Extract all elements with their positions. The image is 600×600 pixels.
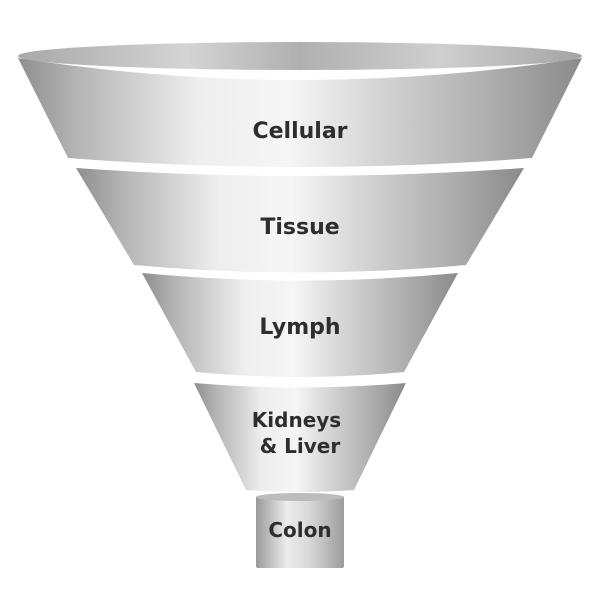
stage-band <box>18 58 582 167</box>
stage-label-cellular: Cellular <box>252 119 347 144</box>
stage-band <box>76 168 524 273</box>
stage-label-tissue: Tissue <box>260 215 339 240</box>
stage-label-colon: Colon <box>268 518 331 542</box>
funnel-spout <box>256 496 344 568</box>
stage-label-lymph: Lymph <box>259 315 340 340</box>
spout-rim <box>256 493 344 501</box>
stage-kidneys-liver: Kidneys & Liver <box>194 383 406 492</box>
stage-band <box>194 383 406 492</box>
stage-tissue: Tissue <box>76 168 524 273</box>
stage-lymph: Lymph <box>142 273 458 377</box>
funnel-rim <box>18 42 582 70</box>
stage-band <box>142 273 458 377</box>
stage-label-kidneys-liver: Kidneys & Liver <box>252 408 348 458</box>
stage-cellular: Cellular <box>18 42 582 167</box>
stage-colon: Colon <box>256 493 344 568</box>
